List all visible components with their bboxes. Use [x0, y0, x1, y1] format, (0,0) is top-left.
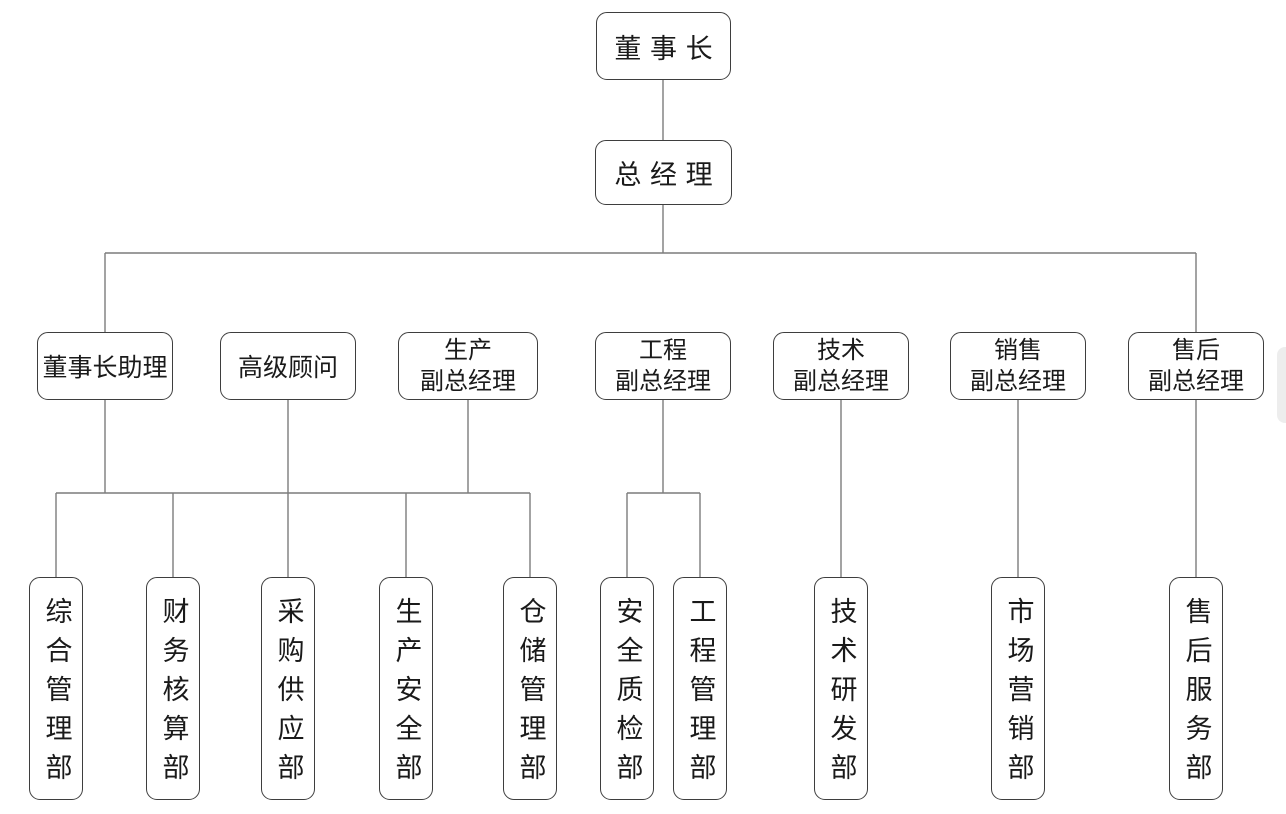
dept-engineering-management-label: 工程管理部	[684, 597, 716, 792]
technology-vp-label-line1: 技术	[817, 336, 865, 364]
general-manager-label: 总经理	[614, 160, 722, 191]
dept-general-management-label: 综合管理部	[40, 597, 72, 792]
org-node-dept-warehouse-management: 仓储管理部	[503, 577, 557, 800]
org-node-dept-procurement-supply: 采购供应部	[261, 577, 315, 800]
org-node-engineering-vp: 工程 副总经理	[595, 332, 731, 400]
chairman-assistant-label: 董事长助理	[42, 353, 168, 382]
aftersales-vp-label-line1: 售后	[1172, 336, 1220, 364]
clipped-edge-shape	[1277, 347, 1286, 423]
dept-technology-rnd-label: 技术研发部	[825, 597, 857, 792]
org-node-production-vp: 生产 副总经理	[398, 332, 538, 400]
dept-procurement-supply-label: 采购供应部	[272, 597, 304, 792]
dept-marketing-label: 市场营销部	[1002, 597, 1034, 792]
dept-safety-quality-inspection-label: 安全质检部	[611, 597, 643, 792]
org-node-dept-marketing: 市场营销部	[991, 577, 1045, 800]
org-node-senior-advisor: 高级顾问	[220, 332, 356, 400]
aftersales-vp-label-line2: 副总经理	[1148, 367, 1244, 395]
org-node-dept-financial-accounting: 财务核算部	[146, 577, 200, 800]
chairman-label: 董事长	[614, 33, 722, 65]
dept-production-safety-label: 生产安全部	[390, 597, 422, 792]
dept-warehouse-management-label: 仓储管理部	[514, 597, 546, 792]
engineering-vp-label-line1: 工程	[639, 336, 687, 364]
org-node-sales-vp: 销售 副总经理	[950, 332, 1086, 400]
org-node-chairman-assistant: 董事长助理	[37, 332, 173, 400]
sales-vp-label-line1: 销售	[994, 336, 1042, 364]
org-node-dept-aftersales-service: 售后服务部	[1169, 577, 1223, 800]
org-node-dept-engineering-management: 工程管理部	[673, 577, 727, 800]
org-node-aftersales-vp: 售后 副总经理	[1128, 332, 1264, 400]
production-vp-label-line1: 生产	[444, 336, 492, 364]
org-node-technology-vp: 技术 副总经理	[773, 332, 909, 400]
org-node-dept-technology-rnd: 技术研发部	[814, 577, 868, 800]
engineering-vp-label-line2: 副总经理	[615, 367, 711, 395]
senior-advisor-label: 高级顾问	[237, 353, 338, 382]
production-vp-label-line2: 副总经理	[420, 367, 516, 395]
org-node-dept-safety-quality-inspection: 安全质检部	[600, 577, 654, 800]
org-node-general-manager: 总经理	[595, 140, 732, 205]
org-node-chairman: 董事长	[596, 12, 731, 80]
org-node-dept-general-management: 综合管理部	[29, 577, 83, 800]
org-node-dept-production-safety: 生产安全部	[379, 577, 433, 800]
dept-aftersales-service-label: 售后服务部	[1180, 597, 1212, 792]
technology-vp-label-line2: 副总经理	[793, 367, 889, 395]
dept-financial-accounting-label: 财务核算部	[157, 597, 189, 792]
sales-vp-label-line2: 副总经理	[970, 367, 1066, 395]
